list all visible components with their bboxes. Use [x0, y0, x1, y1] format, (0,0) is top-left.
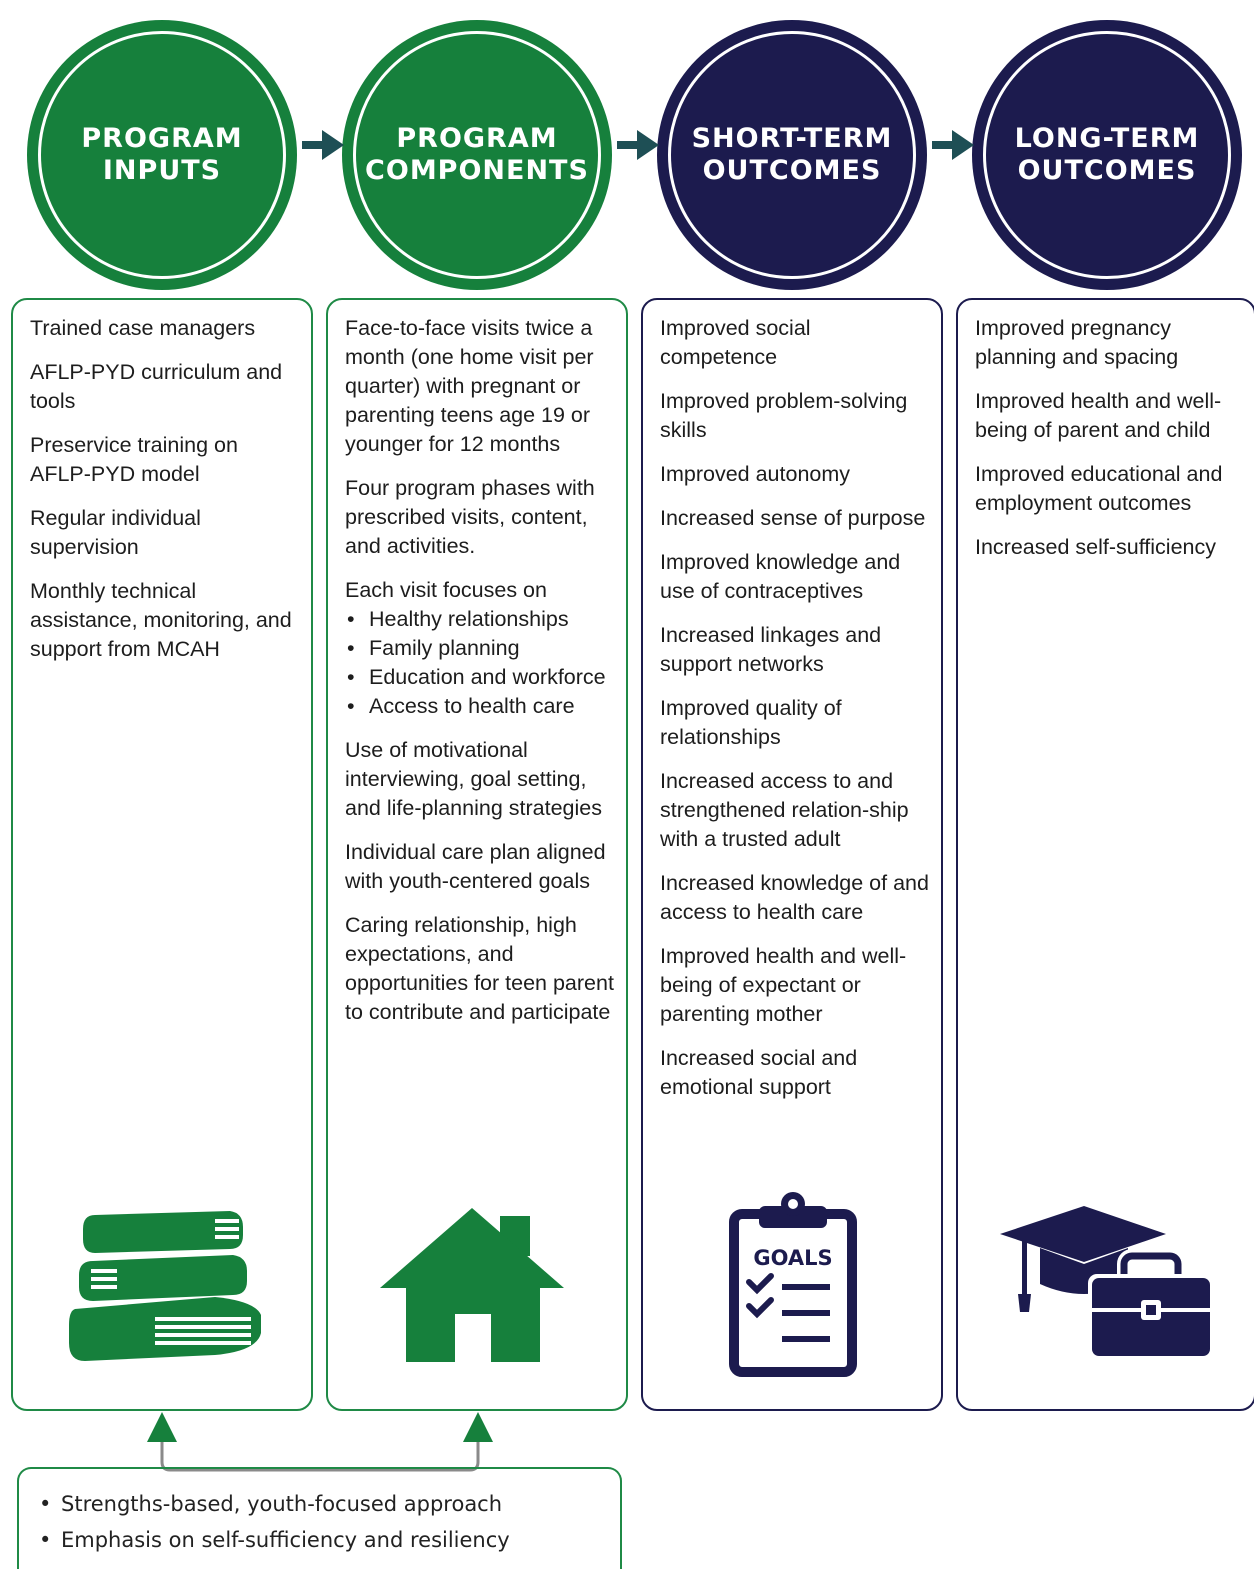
clipboard-goals-icon: GOALS	[729, 1192, 857, 1377]
focus-item: Family planning	[345, 634, 616, 663]
stage-circle-program-components: PROGRAM COMPONENTS	[342, 20, 612, 290]
list-item: Improved knowledge and use of contracept…	[660, 550, 901, 603]
flow-arrow-right-icon	[617, 130, 659, 160]
foundation-connector	[147, 1412, 493, 1472]
list-item: Improved educational and employment outc…	[975, 462, 1223, 515]
list-item: Increased social and emotional support	[660, 1046, 858, 1099]
list-item: Increased access to and strengthened rel…	[660, 769, 909, 851]
list-item: Improved pregnancy planning and spacing	[975, 316, 1179, 369]
focus-item: Access to health care	[345, 692, 616, 721]
circle-ring	[983, 31, 1231, 279]
list-item: Improved social competence	[660, 316, 811, 369]
stage-circle-long-term-outcomes: LONG-TERM OUTCOMES	[972, 20, 1242, 290]
stage-title: PROGRAM INPUTS	[81, 123, 243, 186]
list-item: AFLP-PYD curriculum and tools	[30, 360, 283, 413]
house-icon	[380, 1208, 564, 1362]
stage-title: LONG-TERM OUTCOMES	[1014, 123, 1200, 186]
circle-ring	[38, 31, 286, 279]
foundation-principles-box: Strengths-based, youth-focused approach …	[17, 1467, 622, 1569]
arrow-up-icon	[463, 1412, 493, 1442]
list-item: Increased linkages and support networks	[660, 623, 882, 676]
books-icon	[69, 1211, 261, 1361]
stage-title: SHORT-TERM OUTCOMES	[691, 123, 893, 186]
list-item: Monthly technical assistance, monitoring…	[30, 579, 292, 661]
list-item: Use of motivational interviewing, goal s…	[345, 738, 602, 820]
focus-list: Healthy relationships Family planning Ed…	[345, 605, 616, 721]
foundation-list: Strengths-based, youth-focused approach …	[39, 1486, 510, 1558]
list-item: Emphasis on self-sufficiency and resilie…	[39, 1522, 510, 1558]
circle-ring	[353, 31, 601, 279]
flow-arrow-right-icon	[302, 130, 344, 160]
stage-circle-program-inputs: PROGRAM INPUTS	[27, 20, 297, 290]
list-item: Improved health and well-being of parent…	[975, 389, 1222, 442]
focus-heading: Each visit focuses on	[345, 578, 547, 602]
components-list: Face-to-face visits twice a month (one h…	[345, 314, 616, 1042]
list-item: Improved health and well-being of expect…	[660, 944, 907, 1026]
column-short-term-outcomes: Improved social competence Improved prob…	[641, 298, 943, 1411]
circle-ring	[668, 31, 916, 279]
list-item: Strengths-based, youth-focused approach	[39, 1486, 510, 1522]
list-item: Preservice training on AFLP-PYD model	[30, 433, 238, 486]
long-term-list: Improved pregnancy planning and spacing …	[975, 314, 1244, 577]
focus-item: Healthy relationships	[345, 605, 616, 634]
list-item: Improved autonomy	[660, 462, 851, 486]
column-long-term-outcomes: Improved pregnancy planning and spacing …	[956, 298, 1254, 1411]
arrow-up-icon	[147, 1412, 177, 1442]
list-item: Trained case managers	[30, 316, 256, 340]
focus-item: Education and workforce	[345, 663, 616, 692]
graduation-cap-briefcase-icon	[1000, 1206, 1214, 1360]
list-item: Increased knowledge of and access to hea…	[660, 871, 929, 924]
list-item: Improved quality of relationships	[660, 696, 842, 749]
flow-arrow-right-icon	[932, 130, 974, 160]
list-item: Increased sense of purpose	[660, 506, 926, 530]
list-item: Caring relationship, high expectations, …	[345, 913, 614, 1024]
list-item: Regular individual supervision	[30, 506, 201, 559]
list-item: Each visit focuses on Healthy relationsh…	[345, 576, 616, 721]
list-item: Four program phases with prescribed visi…	[345, 476, 595, 558]
list-item: Improved problem-solving skills	[660, 389, 908, 442]
goals-label: GOALS	[753, 1246, 832, 1270]
column-program-components: Face-to-face visits twice a month (one h…	[326, 298, 628, 1411]
short-term-list: Improved social competence Improved prob…	[660, 314, 931, 1117]
stage-title: PROGRAM COMPONENTS	[365, 123, 589, 186]
list-item: Increased self-sufficiency	[975, 535, 1216, 559]
column-program-inputs: Trained case managers AFLP-PYD curriculu…	[11, 298, 313, 1411]
inputs-list: Trained case managers AFLP-PYD curriculu…	[30, 314, 301, 679]
stage-circle-short-term-outcomes: SHORT-TERM OUTCOMES	[657, 20, 927, 290]
list-item: Face-to-face visits twice a month (one h…	[345, 316, 594, 456]
list-item: Individual care plan aligned with youth-…	[345, 840, 606, 893]
